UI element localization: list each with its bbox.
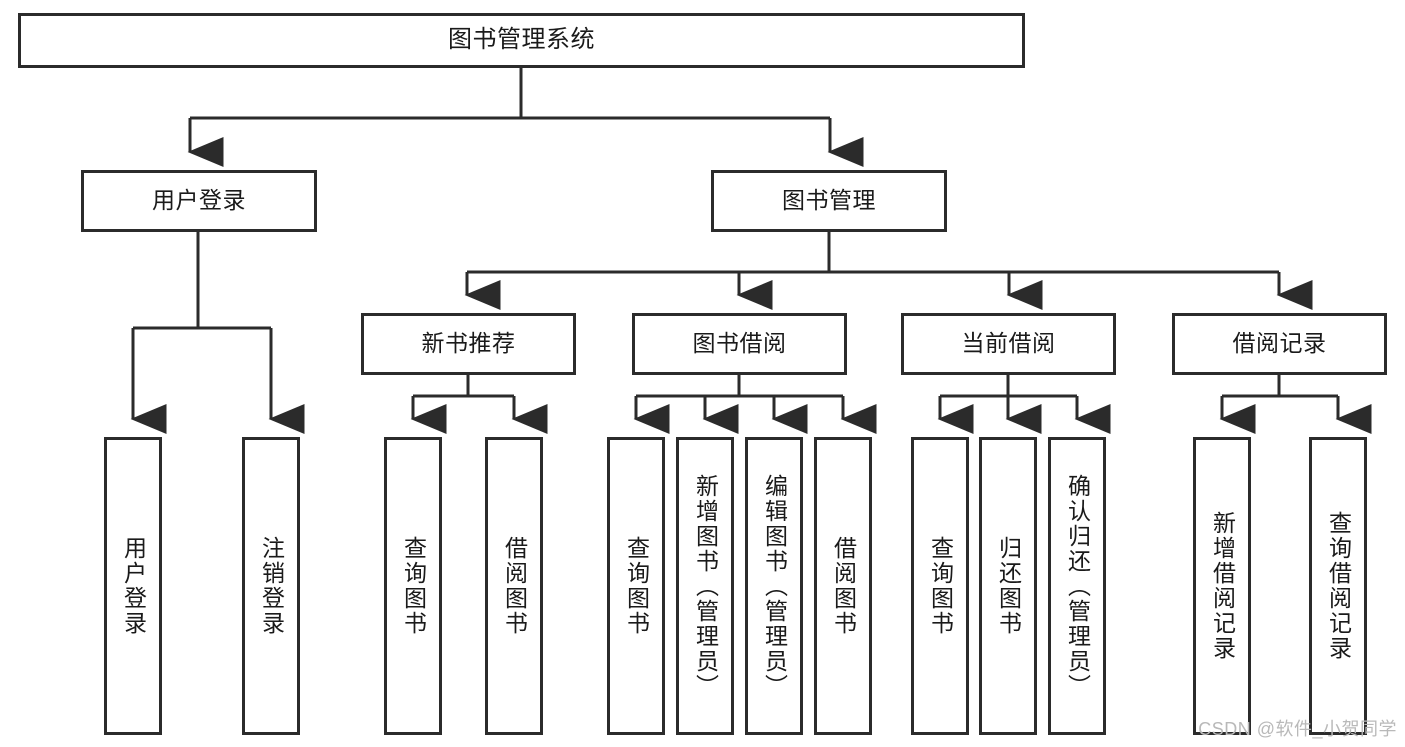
leaf-add-book[interactable]: 新增图书（管理员） xyxy=(676,437,734,735)
node-root-label: 图书管理系统 xyxy=(448,26,595,54)
leaf-query-book-3[interactable]: 查询图书 xyxy=(911,437,969,735)
leaf-add-record[interactable]: 新增借阅记录 xyxy=(1193,437,1251,735)
leaf-query-book-2[interactable]: 查询图书 xyxy=(607,437,665,735)
node-current-borrow[interactable]: 当前借阅 xyxy=(901,313,1116,375)
leaf-query-book-2-label: 查询图书 xyxy=(623,536,650,636)
node-book-borrow-label: 图书借阅 xyxy=(692,330,787,357)
node-borrow-record[interactable]: 借阅记录 xyxy=(1172,313,1387,375)
leaf-return-book[interactable]: 归还图书 xyxy=(979,437,1037,735)
node-current-borrow-label: 当前借阅 xyxy=(961,330,1056,357)
node-root[interactable]: 图书管理系统 xyxy=(18,13,1025,68)
leaf-user-logout-label: 注销登录 xyxy=(258,536,285,636)
node-new-book-recommend-label: 新书推荐 xyxy=(421,330,516,357)
leaf-borrow-book-1-label: 借阅图书 xyxy=(501,536,528,636)
leaf-edit-book[interactable]: 编辑图书（管理员） xyxy=(745,437,803,735)
leaf-borrow-book-1[interactable]: 借阅图书 xyxy=(485,437,543,735)
leaf-user-login-label: 用户登录 xyxy=(120,536,147,636)
leaf-query-book-1-label: 查询图书 xyxy=(400,536,427,636)
node-book-borrow[interactable]: 图书借阅 xyxy=(632,313,847,375)
leaf-user-login[interactable]: 用户登录 xyxy=(104,437,162,735)
leaf-edit-book-label: 编辑图书（管理员） xyxy=(761,473,788,699)
leaf-user-logout[interactable]: 注销登录 xyxy=(242,437,300,735)
node-user-login-label: 用户登录 xyxy=(152,187,246,214)
node-borrow-record-label: 借阅记录 xyxy=(1232,330,1327,357)
node-book-manage-label: 图书管理 xyxy=(782,187,876,214)
leaf-add-book-label: 新增图书（管理员） xyxy=(692,473,719,699)
leaf-confirm-return[interactable]: 确认归还（管理员） xyxy=(1048,437,1106,735)
leaf-borrow-book-2[interactable]: 借阅图书 xyxy=(814,437,872,735)
leaf-query-record-label: 查询借阅记录 xyxy=(1325,511,1352,661)
leaf-query-book-1[interactable]: 查询图书 xyxy=(384,437,442,735)
leaf-query-record[interactable]: 查询借阅记录 xyxy=(1309,437,1367,735)
node-user-login[interactable]: 用户登录 xyxy=(81,170,317,232)
leaf-query-book-3-label: 查询图书 xyxy=(927,536,954,636)
leaf-borrow-book-2-label: 借阅图书 xyxy=(830,536,857,636)
leaf-confirm-return-label: 确认归还（管理员） xyxy=(1064,473,1091,699)
node-new-book-recommend[interactable]: 新书推荐 xyxy=(361,313,576,375)
leaf-add-record-label: 新增借阅记录 xyxy=(1209,511,1236,661)
node-book-manage[interactable]: 图书管理 xyxy=(711,170,947,232)
leaf-return-book-label: 归还图书 xyxy=(995,536,1022,636)
csdn-watermark: CSDN @软件_小贺同学 xyxy=(1198,719,1397,739)
